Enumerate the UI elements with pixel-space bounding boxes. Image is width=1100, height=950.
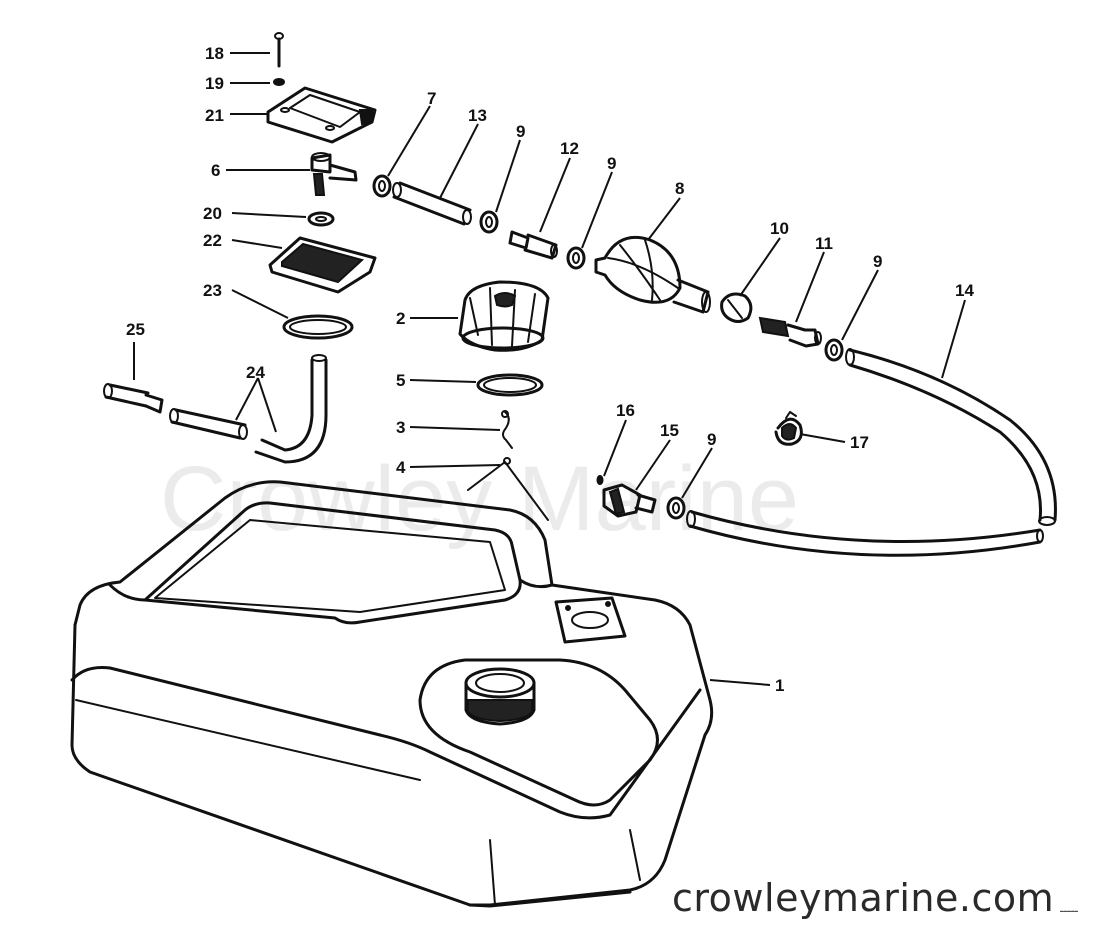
callout-15: 15 <box>660 421 679 440</box>
part-hose-13[interactable] <box>392 181 472 226</box>
callout-12: 12 <box>560 139 579 158</box>
callout-19: 19 <box>205 74 224 93</box>
part-spring-17[interactable] <box>774 411 803 446</box>
part-connector-15[interactable] <box>602 483 657 518</box>
part-filter-screen[interactable] <box>103 383 164 414</box>
callout-8: 8 <box>675 179 684 198</box>
callout-23: 23 <box>203 281 222 300</box>
callout-3: 3 <box>396 418 405 437</box>
callout-10: 10 <box>770 219 789 238</box>
callout-21: 21 <box>205 106 224 125</box>
part-o-ring-small[interactable] <box>307 211 335 227</box>
callout-25: 25 <box>126 320 145 339</box>
part-filler-cap[interactable] <box>458 280 550 352</box>
callout-22: 22 <box>203 231 222 250</box>
website-url[interactable]: crowleymarine.com <box>672 876 1055 920</box>
callout-9-c: 9 <box>873 252 882 271</box>
callout-9-d: 9 <box>707 430 716 449</box>
callout-17: 17 <box>850 433 869 452</box>
part-hose-clamp-9c[interactable] <box>824 338 844 362</box>
part-o-ring-16[interactable] <box>596 475 604 485</box>
diagram-code: ----- <box>1060 906 1079 917</box>
callout-11: 11 <box>815 234 833 253</box>
part-cap-gasket[interactable] <box>476 373 544 397</box>
part-fuel-hose-14[interactable] <box>686 348 1057 557</box>
callout-18: 18 <box>205 44 224 63</box>
leader-lines <box>133 52 966 686</box>
part-hose-clamp-9d[interactable] <box>666 496 686 520</box>
callout-2: 2 <box>396 309 405 328</box>
callout-20: 20 <box>203 204 222 223</box>
callout-14: 14 <box>955 281 974 300</box>
callout-9-a: 9 <box>516 122 525 141</box>
callout-1: 1 <box>775 676 784 695</box>
part-wire-strap[interactable] <box>467 457 549 521</box>
part-primer-bulb-8[interactable] <box>594 235 711 314</box>
part-washer[interactable] <box>273 78 285 86</box>
part-hose-clamp-9b[interactable] <box>566 246 586 270</box>
part-o-ring-large[interactable] <box>282 314 354 340</box>
part-clip[interactable] <box>501 410 513 449</box>
part-hose-clamp-9a[interactable] <box>479 210 499 234</box>
callout-6: 6 <box>211 161 220 180</box>
callout-4: 4 <box>396 458 406 477</box>
part-retainer-plate[interactable] <box>266 86 377 144</box>
callout-24: 24 <box>246 363 265 382</box>
part-screw[interactable] <box>274 32 284 68</box>
part-gauge-gasket-plate[interactable] <box>268 236 377 294</box>
part-check-valve-12[interactable] <box>508 230 558 260</box>
callout-9-b: 9 <box>607 154 616 173</box>
part-hose-clamp-10[interactable] <box>720 292 753 323</box>
callout-13: 13 <box>468 106 487 125</box>
part-fuel-connector-elbow[interactable] <box>310 152 358 196</box>
callout-labels: 18 19 21 6 20 22 23 25 24 2 5 3 4 7 13 9… <box>126 44 974 695</box>
part-pickup-tube[interactable] <box>169 354 328 464</box>
part-connector-11[interactable] <box>758 316 822 348</box>
callout-7: 7 <box>427 89 436 108</box>
part-hose-clamp-7[interactable] <box>372 174 392 198</box>
callout-16: 16 <box>616 401 635 420</box>
part-fuel-tank[interactable] <box>70 480 714 908</box>
callout-5: 5 <box>396 371 405 390</box>
